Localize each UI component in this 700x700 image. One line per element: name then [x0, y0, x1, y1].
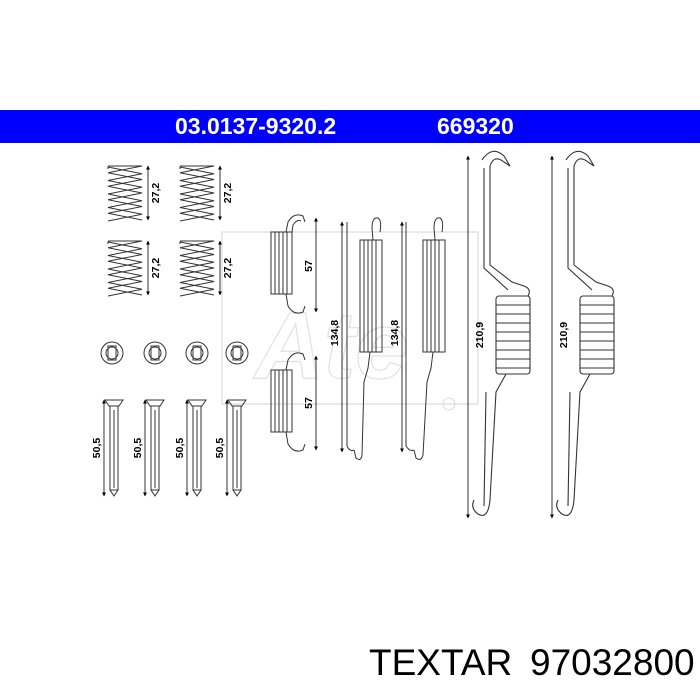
compression-spring-2 [179, 165, 222, 222]
hold-down-pin-4 [225, 399, 247, 497]
hold-down-pin-2 [143, 399, 165, 497]
dim-long-spring-1: 210,9 [474, 322, 486, 348]
spring-cup-3 [185, 341, 209, 365]
dim-compression-spring-3: 27,2 [150, 258, 162, 279]
u-spring-top [270, 214, 306, 314]
medium-spring-1 [346, 217, 383, 460]
footer: TEXTAR 97032800 [0, 642, 700, 687]
u-spring-bottom [270, 352, 306, 452]
spring-cup-4 [225, 341, 249, 365]
dim-hold-down-pin-4: 50,5 [214, 438, 226, 459]
dim-compression-spring-1: 27,2 [150, 183, 162, 204]
ate-logo-watermark-icon: Ate [221, 231, 479, 411]
compression-spring-1 [107, 165, 150, 222]
long-spring-1 [472, 150, 531, 516]
dim-hold-down-pin-1: 50,5 [91, 438, 103, 459]
dim-medium-spring-2: 134,8 [389, 320, 401, 346]
compression-spring-3 [107, 240, 150, 297]
long-spring-2 [556, 150, 615, 516]
medium-spring-2 [405, 217, 446, 460]
dim-hold-down-pin-2: 50,5 [132, 438, 144, 459]
dim-medium-spring-1: 134,8 [329, 320, 341, 346]
spring-cup-1 [100, 341, 124, 365]
dim-compression-spring-4: 27,2 [222, 258, 234, 279]
svg-text:Ate: Ate [253, 293, 408, 399]
dim-compression-spring-2: 27,2 [222, 183, 234, 204]
hold-down-pin-1 [102, 399, 124, 497]
product-code: 97032800 [530, 642, 695, 683]
dim-u-spring-top: 57 [303, 260, 315, 272]
spring-cup-2 [143, 341, 167, 365]
part-number: 03.0137-9320.2 [175, 113, 337, 139]
header-bar: 03.0137-9320.2 669320 [0, 110, 700, 143]
dim-hold-down-pin-3: 50,5 [174, 438, 186, 459]
brand-name: TEXTAR [369, 642, 513, 683]
dim-u-spring-bottom: 57 [303, 397, 315, 409]
hold-down-pin-3 [185, 399, 207, 497]
dim-long-spring-2: 210,9 [558, 322, 570, 348]
alt-part-number: 669320 [437, 113, 514, 139]
compression-spring-4 [179, 240, 222, 297]
